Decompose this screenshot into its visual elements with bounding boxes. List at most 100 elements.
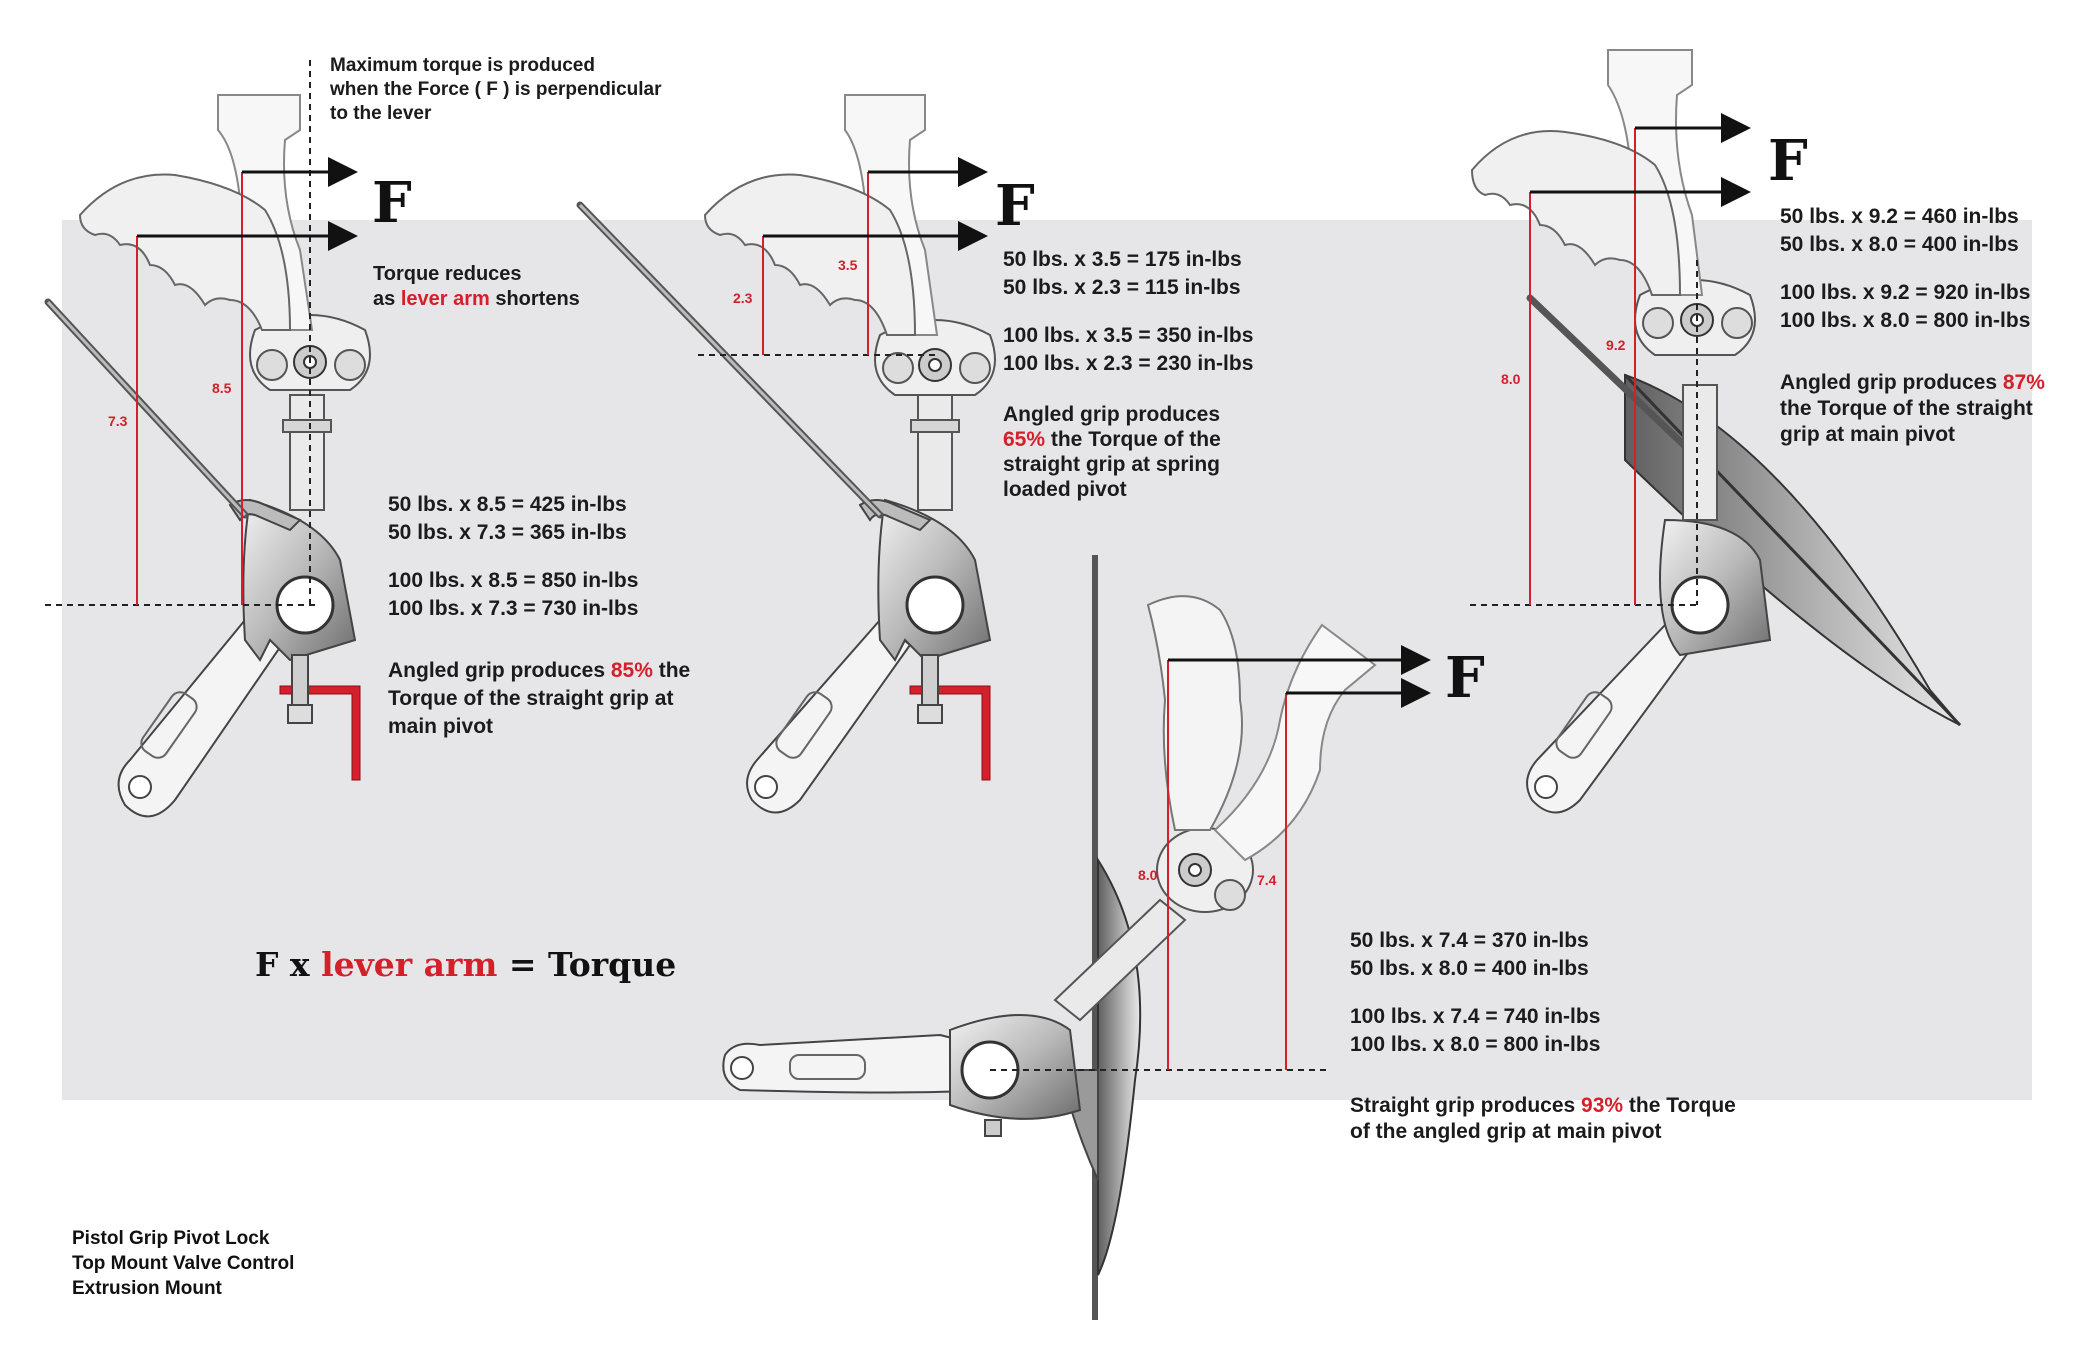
- lever-rod-3: [1526, 294, 1714, 474]
- torque-reduces-line-2: as lever arm shortens: [373, 287, 580, 312]
- nut-2: [917, 704, 943, 724]
- footer-line-3: Extrusion Mount: [72, 1278, 222, 1299]
- percent-93: 93%: [1581, 1094, 1624, 1117]
- force-label-1: F: [372, 170, 412, 236]
- conclusion-line-3: straight grip at spring: [1003, 453, 1221, 476]
- conclusion-post: the Torque of the: [1045, 428, 1221, 451]
- calc-line: 50 lbs. x 9.2 = 460 in-lbs: [1780, 205, 2019, 228]
- hub-center-dot-4: [1188, 863, 1202, 877]
- force-label-3: F: [1768, 128, 1808, 194]
- calc-line: 50 lbs. x 7.4 = 370 in-lbs: [1350, 929, 1589, 952]
- pivot-hole-1: [275, 575, 335, 635]
- calc-line: 100 lbs. x 7.3 = 730 in-lbs: [388, 597, 639, 620]
- panel1-conclusion: Angled grip produces 85% the Torque of t…: [388, 657, 690, 741]
- panel2-calculations: 50 lbs. x 3.5 = 175 in-lbs 50 lbs. x 2.3…: [1003, 246, 1253, 378]
- formula-lever-arm: lever arm: [321, 945, 498, 984]
- calc-line: 100 lbs. x 2.3 = 230 in-lbs: [1003, 352, 1254, 375]
- hub-center-dot-2: [928, 358, 942, 372]
- handle-arm-4: [722, 1033, 1002, 1094]
- assembly-1: [44, 60, 371, 818]
- dimension-label-3-5: 3.5: [838, 257, 858, 273]
- calc-line: 100 lbs. x 8.5 = 850 in-lbs: [388, 569, 639, 592]
- conclusion-line-2: Torque of the straight grip at: [388, 687, 674, 710]
- conclusion-line-1: Angled grip produces: [1003, 403, 1221, 426]
- lever-rod-1-highlight: [46, 300, 247, 517]
- torque-reduces-line-1: Torque reduces: [373, 263, 522, 285]
- angled-grip-1: [78, 173, 292, 331]
- dimension-label-8-0-right: 8.0: [1501, 371, 1521, 387]
- force-label-4: F: [1445, 645, 1485, 711]
- formula-pre: F x: [255, 945, 322, 984]
- force-label-2: F: [995, 173, 1035, 239]
- hub-left-knob-2: [882, 352, 914, 384]
- conclusion-pre: Angled grip produces: [388, 659, 611, 682]
- assembly-4: [722, 555, 1431, 1320]
- calc-line: 100 lbs. x 3.5 = 350 in-lbs: [1003, 324, 1254, 347]
- angled-grip-2: [703, 173, 917, 336]
- disc-mount-3-rim: [1623, 373, 1962, 727]
- set-screw-4: [984, 1119, 1002, 1137]
- torque-reduces-note: Torque reduces as lever arm shortens: [373, 262, 580, 312]
- lever-arm-highlight: lever arm: [400, 288, 490, 310]
- bolt-1: [291, 654, 309, 711]
- hub-left-knob-3: [1642, 307, 1674, 339]
- conclusion-line-3: main pivot: [388, 715, 494, 738]
- dimension-label-2-3: 2.3: [733, 290, 753, 306]
- handle-arm-1: [117, 618, 287, 818]
- panel2-conclusion: Angled grip produces 65% the Torque of t…: [1003, 402, 1221, 502]
- panel1-calculations: 50 lbs. x 8.5 = 425 in-lbs 50 lbs. x 7.3…: [388, 491, 638, 623]
- calc-line: 100 lbs. x 7.4 = 740 in-lbs: [1350, 1005, 1601, 1028]
- shaft-2-collar: [910, 419, 960, 433]
- gray-background-panel: [62, 220, 2032, 1100]
- hub-right-knob-3: [1721, 307, 1753, 339]
- conclusion-line-2: of the angled grip at main pivot: [1350, 1120, 1662, 1143]
- percent-87: 87%: [2002, 371, 2045, 394]
- lever-rod-2-highlight: [578, 203, 882, 517]
- torque-reduces-post: shortens: [489, 288, 580, 310]
- pivot-hole-2: [905, 575, 965, 635]
- footer-line-1: Pistol Grip Pivot Lock: [72, 1228, 270, 1249]
- calc-line: 100 lbs. x 8.0 = 800 in-lbs: [1350, 1033, 1601, 1056]
- handle-arm-3: [1526, 623, 1692, 814]
- torque-formula: F x lever arm = Torque: [255, 945, 676, 984]
- max-torque-note: Maximum torque is produced when the Forc…: [330, 54, 662, 126]
- panel3-conclusion: Angled grip produces 87% the Torque of t…: [1780, 370, 2045, 448]
- calc-line: 50 lbs. x 2.3 = 115 in-lbs: [1003, 276, 1241, 299]
- shaft-1-collar: [282, 419, 332, 433]
- percent-65: 65%: [1003, 428, 1046, 451]
- angled-grip-4: [1146, 595, 1243, 831]
- panel3-calculations: 50 lbs. x 9.2 = 460 in-lbs 50 lbs. x 8.0…: [1780, 203, 2030, 335]
- shaft-3: [1682, 384, 1718, 521]
- hub-right-knob-1: [334, 349, 366, 381]
- conclusion-line-3: grip at main pivot: [1780, 423, 1956, 446]
- conclusion-line-2: the Torque of the straight: [1780, 397, 2033, 420]
- formula-post: = Torque: [497, 945, 677, 984]
- calc-line: 50 lbs. x 8.0 = 400 in-lbs: [1350, 957, 1589, 980]
- max-torque-line-3: to the lever: [330, 103, 432, 124]
- conclusion-pre: Straight grip produces: [1350, 1094, 1582, 1117]
- calc-line: 50 lbs. x 7.3 = 365 in-lbs: [388, 521, 627, 544]
- dimension-label-9-2: 9.2: [1606, 337, 1626, 353]
- assembly-3: [1470, 49, 1962, 814]
- conclusion-pre: Angled grip produces: [1780, 371, 2003, 394]
- torque-reduces-pre: as: [373, 288, 401, 310]
- percent-85: 85%: [610, 659, 653, 682]
- calc-line: 50 lbs. x 8.5 = 425 in-lbs: [388, 493, 627, 516]
- dimension-label-7-3: 7.3: [108, 413, 128, 429]
- calc-line: 100 lbs. x 9.2 = 920 in-lbs: [1780, 281, 2031, 304]
- assembly-2: [576, 94, 996, 814]
- hub-left-knob-1: [256, 349, 288, 381]
- max-torque-line-2: when the Force ( F ) is perpendicular: [330, 79, 662, 100]
- dimension-label-7-4: 7.4: [1257, 872, 1277, 888]
- extrusion-bracket-2: [909, 685, 991, 781]
- product-footer: Pistol Grip Pivot Lock Top Mount Valve C…: [72, 1226, 294, 1301]
- bolt-2: [921, 654, 939, 711]
- nut-1: [287, 704, 313, 724]
- max-torque-line-1: Maximum torque is produced: [330, 55, 595, 76]
- calc-line: 50 lbs. x 8.0 = 400 in-lbs: [1780, 233, 2019, 256]
- shaft-4: [1053, 898, 1187, 1022]
- angled-grip-3: [1470, 130, 1682, 296]
- hub-right-knob-4: [1214, 879, 1246, 911]
- conclusion-post: the: [652, 659, 691, 682]
